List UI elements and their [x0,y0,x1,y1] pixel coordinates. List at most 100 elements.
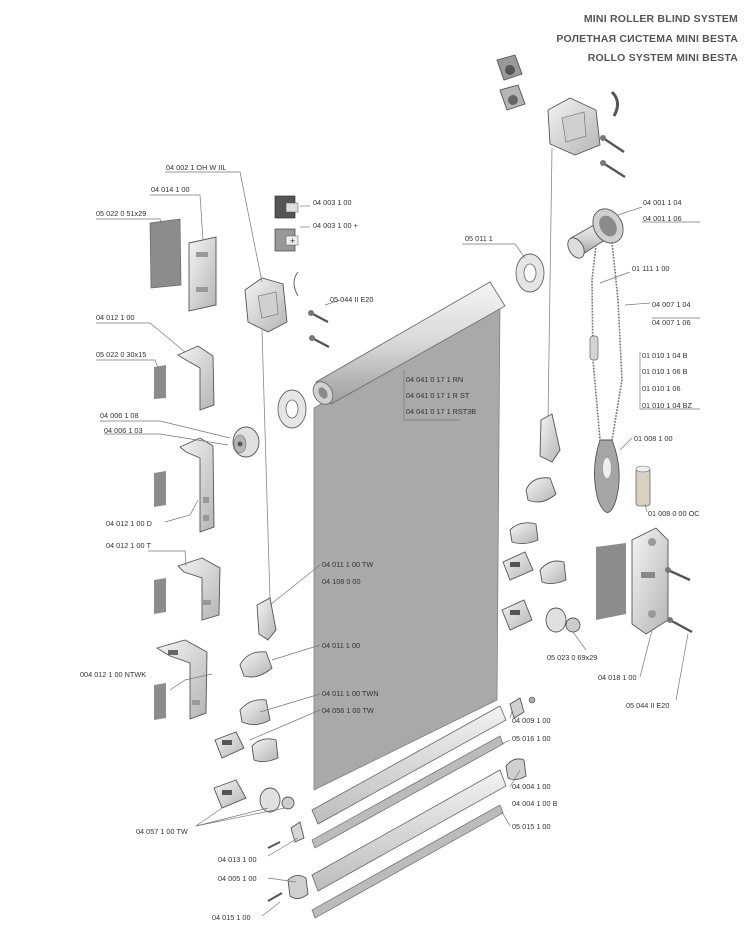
label-04-056-1-00-tw: 04 056 1 00 TW [322,706,374,715]
clip-top-right-1 [496,54,523,81]
label-04-015-1-00: 04 015 1 00 [212,913,251,922]
title-line-2: РОЛЕТНАЯ СИСТЕМА MINI BESTA [556,33,738,45]
end-cap-bottom [267,875,309,902]
clip-right-group-1 [502,522,567,585]
label-05-015-1-00: 05 015 1 00 [512,822,551,831]
label-04-041-0-17-1-rn: 04 041 0 17 1 RN [406,375,463,384]
label-01-010-1-06: 01 010 1 06 [642,384,681,393]
label-04-011-1-00-twn: 04 011 1 00 TWN [322,689,379,698]
chain-stop-cylinder [635,465,651,507]
screw-left-1 [308,310,329,324]
bracket-hook-1 [177,345,215,411]
small-end-part-1 [267,821,305,849]
label-04-006-1-03: 04 006 1 03 [104,426,143,435]
clip-round-right [525,477,557,503]
clip-twn-2 [214,731,279,763]
label-04-004-1-00: 04 004 1 00 [512,782,551,791]
end-bracket-left [244,277,288,601]
label-04-011-1-00-tw: 04 011 1 00 TW [322,560,373,569]
label-04-004-1-00-b: 04 004 1 00 B [512,799,558,808]
label-01-010-1-04-b: 01 010 1 04 B [642,351,688,360]
rail-end-parts-right [505,696,536,781]
clip-round-left [239,651,273,678]
adhesive-pad-right [596,543,626,620]
chain-clutch [567,208,624,259]
washer-right [515,253,545,293]
label-01-010-1-04-bz: 01 010 1 04 BZ [642,401,692,410]
adhesive-pad-small-1 [154,365,166,399]
roller-tube [312,281,506,405]
label-04-012-1-00-d: 04 012 1 00 D [106,519,152,528]
bracket-plate-top [188,236,217,312]
label-04-057-1-00-tw: 04 057 1 00 TW [136,827,188,836]
label-01-008-0-00-oc: 01 008 0 00 OC [648,509,700,518]
clip-small-2: + [274,228,299,252]
label-05-011-1: 05 011 1 [465,234,493,243]
adhesive-pad-large [149,218,182,289]
c-clip-left [293,271,299,297]
clip-top-right-2 [499,84,526,111]
label-004-012-1-00-ntwk: 004 012 1 00 NTWK [80,670,146,679]
label-04-001-1-06: 04 001 1 06 [643,214,682,223]
label-04-002-1-oh-w-iil: 04 002 1 OH W IIL [166,163,226,172]
label-04-014-1-00: 04 014 1 00 [151,185,190,194]
washer-left [277,389,307,429]
label-04-041-0-17-1-rst3b: 04 041 0 17 1 RST3B [406,407,476,416]
svg-text:+: + [290,236,295,246]
label-04-009-1-00: 04 009 1 00 [512,716,551,725]
label-04-006-1-08: 04 006 1 08 [100,411,139,420]
label-04-003-1-00-plus: 04 003 1 00 + [313,221,358,230]
end-bracket-right [547,97,601,421]
label-01-111-1-00: 01 111 1 00 [632,264,669,273]
screw-plate-1 [665,567,691,582]
label-05-016-1-00: 05 016 1 00 [512,734,551,743]
bottom-rail-2 [311,769,507,892]
ball-chain [589,241,623,441]
chain-guide-right [539,413,561,463]
label-04-003-1-00: 04 003 1 00 [313,198,352,207]
adhesive-pad-small-3 [154,578,166,614]
adhesive-pad-small-2 [154,471,166,507]
label-04-007-1-04: 04 007 1 04 [652,300,691,309]
adhesive-pad-small-4 [154,683,166,720]
chain-weight [594,439,620,513]
screw-left-2 [309,335,330,349]
clip-tw-3 [213,779,295,813]
label-04-041-0-17-1-r-st: 04 041 0 17 1 R ST [406,391,470,400]
label-05-044-ii-e20-left: 05 044 II E20 [330,295,373,304]
label-04-007-1-06: 04 007 1 06 [652,318,691,327]
leader-lines [96,171,700,917]
label-01-010-1-06-b: 01 010 1 06 B [642,367,688,376]
title-line-3: ROLLO SYSTEM MINI BESTA [587,52,738,64]
label-04-108-0-00: 04 108 0 00 [322,577,361,586]
label-04-018-1-00: 04 018 1 00 [598,673,637,682]
label-01-008-1-00: 01 008 1 00 [634,434,673,443]
label-04-005-1-00: 04 005 1 00 [218,874,257,883]
label-05-044-ii-e20-right: 05 044 II E20 [626,701,669,710]
clip-small-1 [274,195,299,219]
label-04-001-1-04: 04 001 1 04 [643,198,682,207]
bottom-rail-1 [311,705,507,825]
screw-right-2 [600,160,626,179]
clip-twn-1 [239,699,271,725]
screw-plate-2 [667,617,693,634]
bottom-rail-insert-1 [311,735,504,849]
bracket-t [177,557,221,621]
bracket-ntwk [155,639,208,720]
bracket-long-d [179,437,215,533]
chain-guide-left [256,597,277,641]
part-labels: 04 002 1 OH W IIL 04 014 1 00 05 022 0 5… [80,163,700,922]
end-cap-cylinder [232,426,260,458]
label-04-011-1-00: 04 011 1 00 [322,641,360,650]
label-04-012-1-00: 04 012 1 00 [96,313,135,322]
label-04-013-1-00: 04 013 1 00 [218,855,257,864]
wall-plate-right [631,527,669,635]
label-05-022-0-30x15: 05 022 0 30x15 [96,350,146,359]
bottom-rail-insert-2 [311,804,504,919]
screw-right-1 [600,135,625,153]
label-05-022-0-51x29: 05 022 0 51x29 [96,209,146,218]
clip-right-group-2 [501,599,581,633]
title-line-1: MINI ROLLER BLIND SYSTEM [583,13,738,25]
c-clip-right [610,90,619,117]
